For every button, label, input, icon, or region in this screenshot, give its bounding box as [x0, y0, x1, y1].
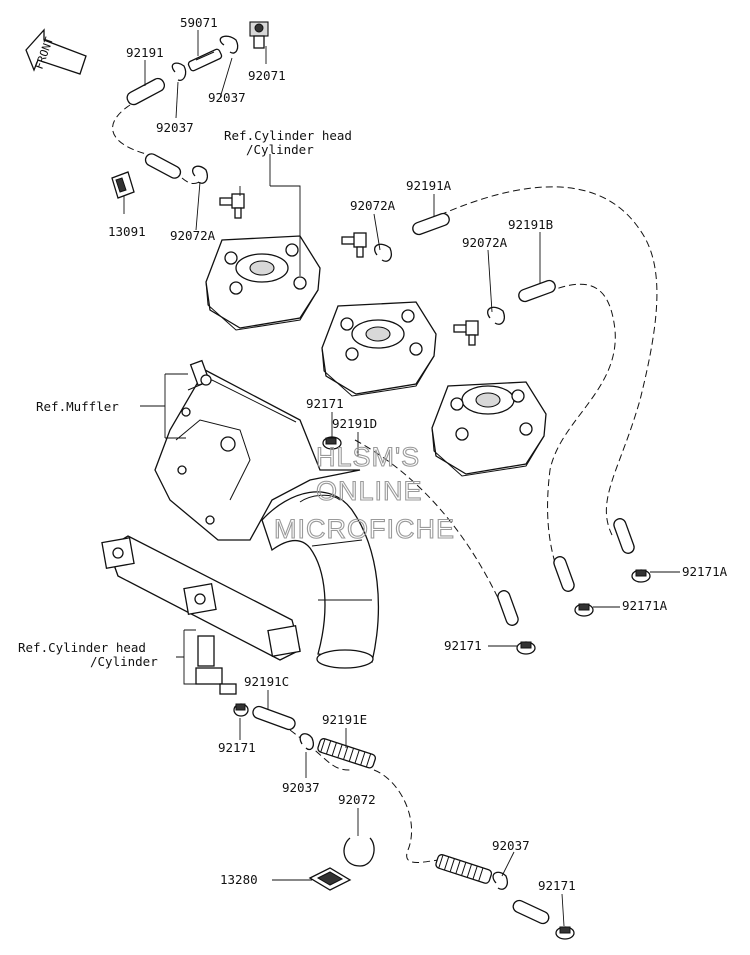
- front-arrow: FRONT: [25, 28, 87, 75]
- hose-92191-top: [126, 77, 182, 179]
- hoses-ab: [412, 212, 635, 626]
- muffler: [154, 359, 379, 669]
- part-92072: 92072: [338, 792, 376, 807]
- part-92171A-b: 92171A: [622, 598, 668, 613]
- part-92072A-c: 92072A: [462, 235, 508, 250]
- ref-cylinder-head-left-2: /Cylinder: [90, 654, 158, 669]
- clip-13280: [308, 867, 352, 891]
- watermark-line-3: MICROFICHE: [274, 514, 455, 544]
- part-92191B: 92191B: [508, 217, 553, 232]
- cylinder-head-2: [321, 301, 437, 397]
- part-92037-a: 92037: [208, 90, 246, 105]
- part-92171-d: 92171: [538, 878, 576, 893]
- part-92171A-a: 92171A: [682, 564, 728, 579]
- part-92171-b: 92171: [444, 638, 482, 653]
- part-92037-c: 92037: [282, 780, 320, 795]
- part-92191-top: 92191: [126, 45, 164, 60]
- clamps: [233, 436, 651, 940]
- hoses-ce: [252, 705, 550, 925]
- ref-cylinder-head-top-2: /Cylinder: [246, 142, 314, 157]
- part-92072A-a: 92072A: [170, 228, 216, 243]
- part-13280: 13280: [220, 872, 258, 887]
- leader-lines: [123, 30, 680, 927]
- ref-muffler: Ref.Muffler: [36, 399, 119, 414]
- watermark-line-1: HLSM'S: [316, 442, 420, 472]
- part-92191A: 92191A: [406, 178, 452, 193]
- part-92171-c: 92171: [218, 740, 256, 755]
- part-labels: 59071 92191 92037 92071 92037 13091 9207…: [108, 15, 728, 893]
- ref-cylinder-head-left-1: Ref.Cylinder head: [18, 640, 146, 655]
- cylinder-head-1: [205, 235, 321, 331]
- ref-brackets: [140, 154, 301, 685]
- part-92037-d: 92037: [492, 838, 530, 853]
- cylinder-head-3: [431, 381, 547, 477]
- ref-cylinder-head-top-1: Ref.Cylinder head: [224, 128, 352, 143]
- part-92071: 92071: [248, 68, 286, 83]
- part-59071: 59071: [180, 15, 218, 30]
- part-92037-b: 92037: [156, 120, 194, 135]
- part-92191C: 92191C: [244, 674, 289, 689]
- part-92171-a: 92171: [306, 396, 344, 411]
- watermark: HLSM'S ONLINE MICROFICHE: [273, 441, 455, 544]
- exhaust-manifold: [101, 535, 301, 695]
- part-92191E: 92191E: [322, 712, 367, 727]
- reference-labels: Ref.Cylinder head /Cylinder Ref.Muffler …: [18, 128, 352, 669]
- elbow-fittings: [219, 193, 479, 346]
- fitting-92071: [249, 21, 269, 49]
- part-13091: 13091: [108, 224, 146, 239]
- part-92072A-b: 92072A: [350, 198, 396, 213]
- fitting-59071: [187, 48, 223, 72]
- bracket-13091: [111, 171, 135, 199]
- watermark-line-2: ONLINE: [316, 476, 423, 506]
- part-92191D: 92191D: [332, 416, 377, 431]
